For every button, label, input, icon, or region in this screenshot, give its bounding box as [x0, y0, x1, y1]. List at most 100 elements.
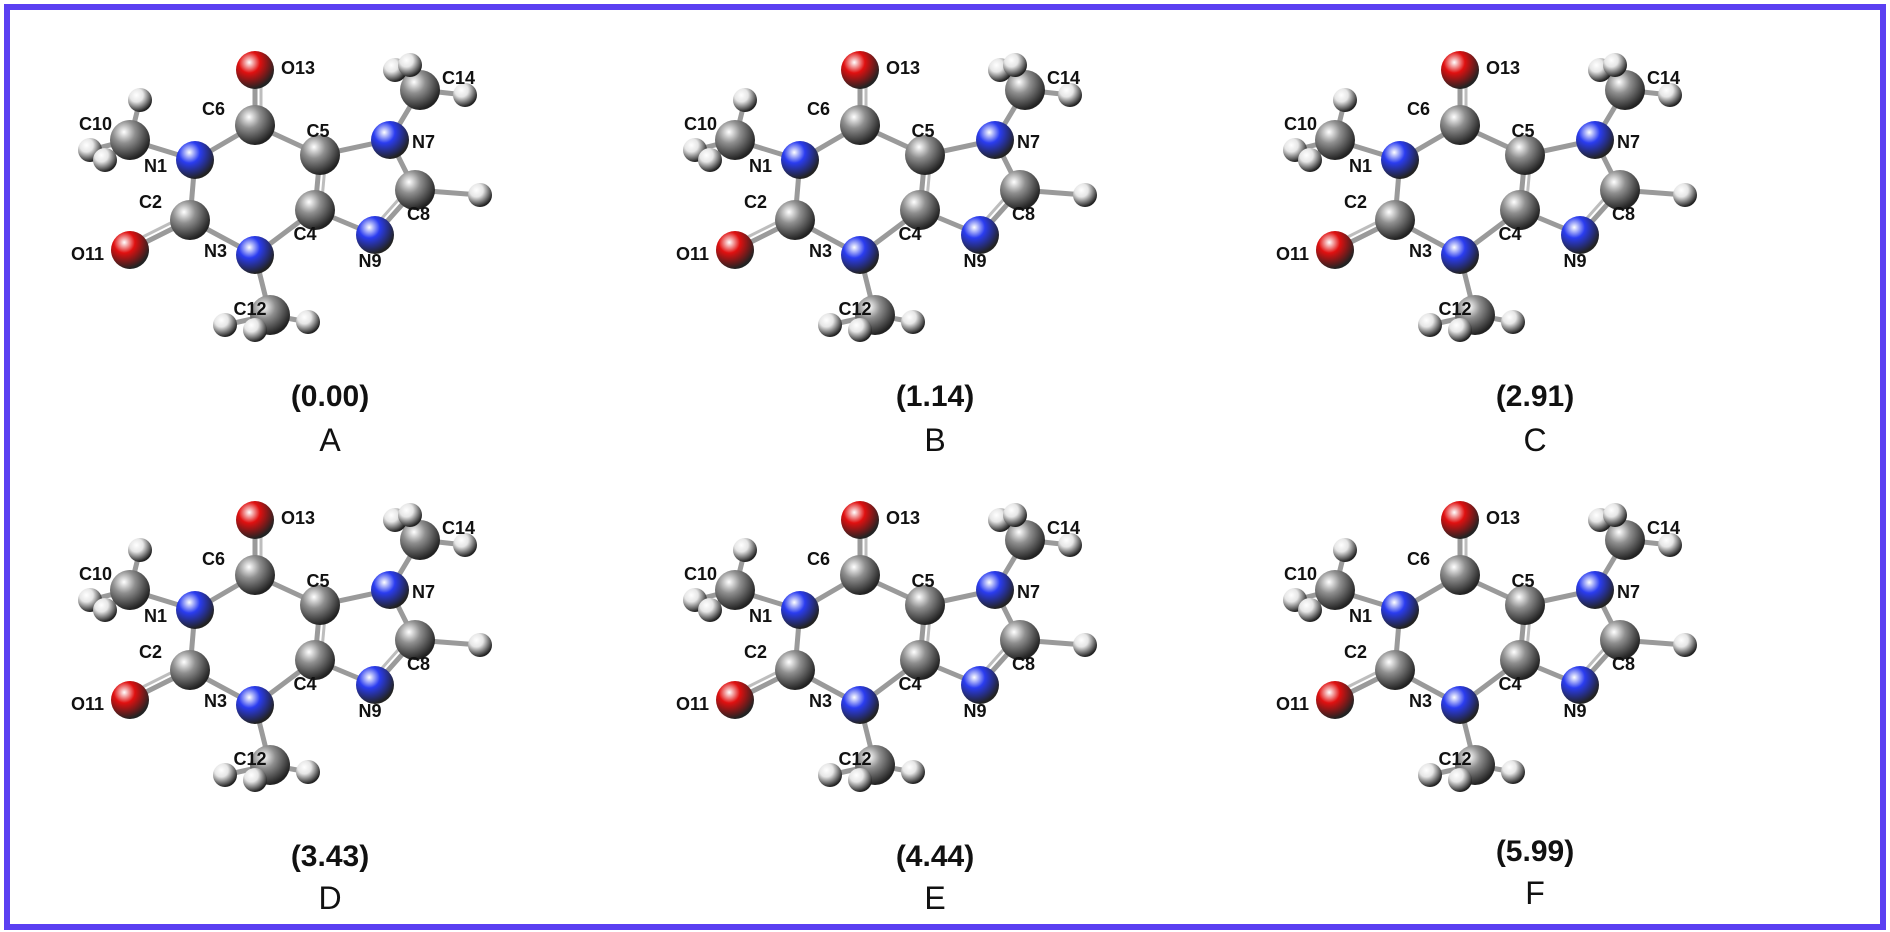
atom-label-c14: C14: [442, 518, 475, 538]
atom-ha: [1333, 538, 1357, 562]
atom-c2: [170, 200, 210, 240]
atom-label-c12: C12: [1438, 299, 1471, 319]
atom-c4: [1500, 640, 1540, 680]
atom-label-o11: O11: [676, 244, 709, 264]
atom-c10: [1315, 570, 1355, 610]
atom-label-n7: N7: [412, 582, 435, 602]
atom-label-c10: C10: [1284, 564, 1317, 584]
atom-n9: [356, 216, 394, 254]
atom-c8: [1000, 170, 1040, 210]
atom-c8: [1600, 620, 1640, 660]
atom-hf: [848, 768, 872, 792]
atom-c2: [1375, 650, 1415, 690]
atom-label-c6: C6: [202, 549, 225, 569]
atom-label-n7: N7: [412, 132, 435, 152]
atom-c2: [1375, 200, 1415, 240]
atom-label-o11: O11: [71, 694, 104, 714]
atom-c8: [1600, 170, 1640, 210]
atom-label-c10: C10: [684, 114, 717, 134]
atom-c8: [395, 620, 435, 660]
atom-c10: [1315, 120, 1355, 160]
atom-c8: [1000, 620, 1040, 660]
atom-label-c14: C14: [1047, 68, 1080, 88]
atom-c5: [300, 135, 340, 175]
atom-label-c10: C10: [1284, 114, 1317, 134]
conformer-label: E: [924, 880, 946, 916]
atom-n1: [176, 141, 214, 179]
atom-label-o11: O11: [676, 694, 709, 714]
atom-label-c5: C5: [1511, 571, 1534, 591]
atom-o13: [1441, 51, 1479, 89]
atom-label-n3: N3: [809, 241, 832, 261]
atom-label-n9: N9: [358, 251, 381, 271]
atom-he: [296, 310, 320, 334]
atom-label-c8: C8: [1012, 204, 1035, 224]
atom-label-c2: C2: [139, 642, 162, 662]
atom-label-n9: N9: [963, 701, 986, 721]
atom-c10: [715, 120, 755, 160]
atom-label-o13: O13: [281, 58, 315, 78]
atom-hd: [213, 763, 237, 787]
atom-label-n3: N3: [204, 691, 227, 711]
atom-n3: [236, 236, 274, 274]
atom-n3: [841, 236, 879, 274]
atom-label-c12: C12: [838, 749, 871, 769]
atom-o11: [111, 681, 149, 719]
atom-label-n9: N9: [358, 701, 381, 721]
atom-he: [1501, 760, 1525, 784]
atom-label-c5: C5: [306, 121, 329, 141]
atom-hf: [243, 318, 267, 342]
conformer-label: D: [318, 880, 342, 916]
atom-label-c10: C10: [79, 114, 112, 134]
atom-o13: [236, 51, 274, 89]
atom-c10: [715, 570, 755, 610]
atom-n3: [1441, 236, 1479, 274]
atom-ha: [128, 538, 152, 562]
atom-label-o13: O13: [1486, 58, 1520, 78]
atom-label-c5: C5: [911, 121, 934, 141]
atom-c5: [1505, 585, 1545, 625]
relative-energy: (2.91): [1495, 380, 1575, 413]
atom-n1: [1381, 591, 1419, 629]
atom-o13: [841, 51, 879, 89]
atom-label-n7: N7: [1617, 132, 1640, 152]
atom-label-o13: O13: [281, 508, 315, 528]
atom-hc: [93, 598, 117, 622]
atom-label-c4: C4: [1498, 224, 1521, 244]
atom-c14: [400, 70, 440, 110]
atom-ha: [733, 88, 757, 112]
atom-n9: [356, 666, 394, 704]
atom-hd: [818, 313, 842, 337]
atom-label-n1: N1: [1349, 156, 1372, 176]
atom-hc: [698, 148, 722, 172]
relative-energy: (3.43): [290, 840, 370, 873]
atom-h1: [468, 183, 492, 207]
atom-label-c6: C6: [1407, 549, 1430, 569]
atom-he: [901, 310, 925, 334]
atom-label-n1: N1: [749, 606, 772, 626]
atom-label-c2: C2: [139, 192, 162, 212]
atom-hd: [213, 313, 237, 337]
atom-hf: [848, 318, 872, 342]
atom-label-c6: C6: [1407, 99, 1430, 119]
atom-h1: [468, 633, 492, 657]
atom-c4: [295, 640, 335, 680]
atom-label-c2: C2: [744, 642, 767, 662]
atom-label-n3: N3: [204, 241, 227, 261]
atom-n7: [371, 121, 409, 159]
atom-label-c2: C2: [744, 192, 767, 212]
atom-label-c4: C4: [898, 224, 921, 244]
atom-hh: [1058, 83, 1082, 107]
atom-label-c14: C14: [1647, 518, 1680, 538]
atom-hc: [1298, 148, 1322, 172]
atom-ha: [128, 88, 152, 112]
atom-c2: [170, 650, 210, 690]
atom-n9: [961, 216, 999, 254]
atom-hc: [1298, 598, 1322, 622]
atom-label-c5: C5: [306, 571, 329, 591]
atom-hi: [1603, 53, 1627, 77]
atom-n9: [1561, 216, 1599, 254]
atom-c5: [1505, 135, 1545, 175]
